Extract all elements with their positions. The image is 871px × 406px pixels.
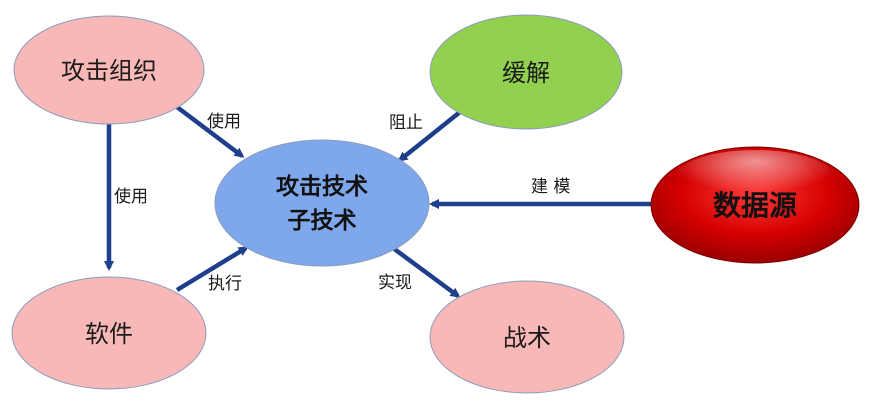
arrow-technique-to-tactic <box>391 246 461 298</box>
node-mitigation-label: 缓解 <box>502 59 550 87</box>
node-attack-group-label: 攻击组织 <box>61 57 157 85</box>
edge-label-group-uses-technique: 使用 <box>207 111 241 132</box>
node-data-source-label: 数据源 <box>713 189 797 222</box>
node-tactic-label: 战术 <box>503 324 551 352</box>
edge-label-software-executes: 执行 <box>208 274 242 294</box>
edge-label-group-uses-software: 使用 <box>114 186 148 207</box>
node-technique-label-line1: 攻击技术 <box>276 173 368 200</box>
node-software-shape <box>11 276 207 390</box>
arrow-group-to-technique <box>175 105 245 158</box>
node-attack-group-shape <box>13 15 205 125</box>
node-mitigation-shape <box>429 14 623 130</box>
node-technique: 攻击技术 子技术 <box>214 139 430 267</box>
node-software: 软件 <box>11 276 207 390</box>
node-technique-label-line2: 子技术 <box>288 208 357 234</box>
arrow-mitigation-to-technique <box>397 110 462 162</box>
node-technique-shape <box>214 139 430 267</box>
node-tactic-shape <box>429 280 625 394</box>
node-attack-group: 攻击组织 <box>13 15 205 125</box>
edge-label-mitigation-prevents: 阻止 <box>389 113 423 133</box>
edge-label-datasource-models: 建 模 <box>531 177 570 197</box>
node-software-label: 软件 <box>85 320 133 348</box>
node-data-source: 数据源 <box>650 146 860 264</box>
node-mitigation: 缓解 <box>429 14 623 130</box>
node-tactic: 战术 <box>429 280 625 394</box>
node-data-source-shine <box>675 150 835 206</box>
arrow-software-to-technique <box>175 246 249 292</box>
edge-label-technique-implements: 实现 <box>378 273 412 293</box>
